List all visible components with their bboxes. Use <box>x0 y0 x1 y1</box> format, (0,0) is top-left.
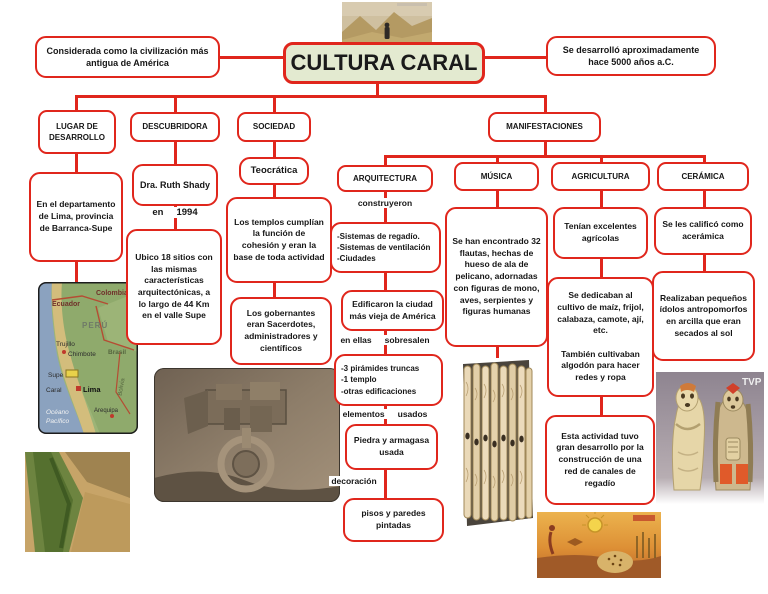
node-piramides: -3 pirámides truncas -1 templo -otras ed… <box>334 354 443 406</box>
connector-line <box>384 155 387 167</box>
node-edificaron: Edificaron la ciudad más vieja de Améric… <box>341 290 444 331</box>
branch-arquitectura: ARQUITECTURA <box>337 165 433 192</box>
label-en-ellas: en ellas <box>338 335 374 345</box>
tv-watermark: TVP <box>742 377 762 388</box>
mural-painting-image <box>537 512 661 578</box>
node-piedra-argamasa: Piedra y armagasa usada <box>345 424 438 470</box>
connector-line <box>75 260 78 284</box>
connector-line <box>174 142 177 164</box>
map-label-colombia: Colombia <box>96 290 128 297</box>
map-label-arequipa: Arequipa <box>94 408 119 414</box>
connector-line <box>384 469 387 498</box>
node-tenian-agricolas: Tenían excelentes agrícolas <box>553 207 648 259</box>
label-decoracion-text: decoración <box>329 475 379 486</box>
connector-line <box>496 190 499 207</box>
connector-line <box>600 190 603 207</box>
connector-line <box>484 56 546 59</box>
map-label-pacifico: Pacífico <box>46 418 70 425</box>
central-topic: CULTURA CARAL <box>283 42 485 84</box>
branch-descubridora: DESCUBRIDORA <box>130 112 220 142</box>
map-label-bolivia: Bolivia <box>118 377 127 396</box>
supe-valley-photo <box>25 452 130 552</box>
label-1994: 1994 <box>174 207 200 218</box>
caral-aerial-photo <box>154 368 340 502</box>
node-pisos-paredes: pisos y paredes pintadas <box>343 498 444 542</box>
map-label-ecuador: Ecuador <box>52 301 80 308</box>
branch-sociedad: SOCIEDAD <box>237 112 311 142</box>
connector-line <box>496 155 499 164</box>
connector-line <box>218 56 284 59</box>
label-usados: usados <box>395 409 430 419</box>
map-label-peru: PERÚ <box>82 321 108 330</box>
node-ruth-shady: Dra. Ruth Shady <box>132 164 218 206</box>
connector-line <box>75 95 78 112</box>
clay-idols-photo: TVP <box>656 372 764 504</box>
connector-line <box>273 282 276 298</box>
branch-musica: MÚSICA <box>454 162 539 191</box>
node-gobernantes: Los gobernantes eran Sacerdotes, adminis… <box>230 297 332 365</box>
connector-line <box>544 142 547 156</box>
note-antiguedad: Considerada como la civilización más ant… <box>35 36 220 78</box>
label-elementos: elementos <box>340 409 387 419</box>
connector-line <box>703 190 706 207</box>
note-antiguedad-anios: Se desarrolló aproximadamente hace 5000 … <box>546 36 716 76</box>
connector-line <box>376 83 379 96</box>
node-idolos: Realizaban pequeños ídolos antropomorfos… <box>652 271 755 361</box>
label-decoracion: decoración <box>325 474 383 487</box>
map-label-trujillo: Trujillo <box>56 341 75 348</box>
node-flautas: Se han encontrado 32 flautas, hechas de … <box>445 207 548 347</box>
node-departamento: En el departamento de Lima, provincia de… <box>29 172 123 262</box>
connector-line <box>273 95 276 114</box>
label-construyeron-text: construyeron <box>355 198 415 208</box>
label-en-ellas-sobresalen: en ellas sobresalen <box>328 333 442 347</box>
branch-manifestaciones: MANIFESTACIONES <box>488 112 601 142</box>
node-aceramica: Se les calificó como acerámica <box>654 207 752 255</box>
connector-line <box>600 259 603 277</box>
connector-line <box>600 155 603 164</box>
connector-line <box>496 346 499 360</box>
node-sitios: Ubico 18 sitios con las mismas caracterí… <box>126 229 222 345</box>
label-elementos-usados: elementos usados <box>331 407 439 421</box>
connector-line <box>75 95 547 98</box>
connector-line <box>174 95 177 114</box>
node-cultivos: Se dedicaban al cultivo de maíz, frijol,… <box>547 277 654 397</box>
connector-line <box>273 142 276 157</box>
branch-ceramica: CERÁMICA <box>657 162 749 191</box>
branch-lugar-de-desarrollo: LUGAR DE DESARROLLO <box>38 110 116 154</box>
connector-line <box>273 184 276 198</box>
map-label-chimbote: Chimbote <box>68 351 96 358</box>
connector-line <box>703 255 706 271</box>
label-construyeron: construyeron <box>343 196 427 210</box>
map-label-oceano: Océano <box>46 409 69 416</box>
label-en: en <box>150 207 166 218</box>
connector-line <box>384 272 387 290</box>
node-teocratica: Teocrática <box>239 157 309 185</box>
node-canales-regadio: Esta actividad tuvo gran desarrollo por … <box>545 415 655 505</box>
connector-line <box>75 154 78 172</box>
map-label-supe: Supe <box>48 372 64 379</box>
branch-agricultura: AGRICULTURA <box>551 162 650 191</box>
connector-line <box>600 397 603 415</box>
node-sistemas: -Sistemas de regadío. -Sistemas de venti… <box>330 222 441 273</box>
peru-map-image: Ecuador Colombia PERÚ Trujillo Chimbote … <box>38 282 138 434</box>
map-label-caral: Caral <box>46 387 62 394</box>
connector-line <box>544 95 547 114</box>
flutes-photo <box>457 358 535 530</box>
map-label-lima: Lima <box>83 385 101 394</box>
connector-line <box>703 155 706 164</box>
label-sobresalen: sobresalen <box>382 335 432 345</box>
node-templos: Los templos cumplían la función de cohes… <box>226 197 332 283</box>
connector-line <box>384 155 706 158</box>
label-en-1994: en 1994 <box>138 205 212 220</box>
map-label-brasil: Brasil <box>108 349 126 356</box>
